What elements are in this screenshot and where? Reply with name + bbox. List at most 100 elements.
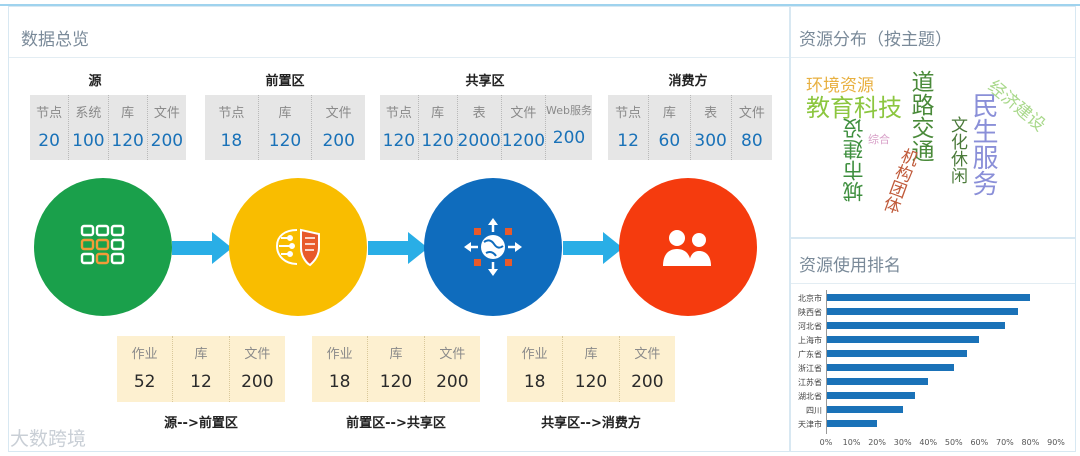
stat-value: 12 <box>617 131 639 151</box>
stat-value: 120 <box>379 372 413 392</box>
stage-label-source: 源 <box>88 74 102 89</box>
bar-category-label: 河北省 <box>798 322 822 331</box>
stat-column: 库 60 <box>649 95 691 160</box>
stat-value: 12 <box>190 372 212 392</box>
flow-label: 共享区-->消费方 <box>541 416 641 431</box>
word-cloud-item[interactable]: 道路交通 <box>907 70 933 162</box>
bar-mark[interactable] <box>826 420 878 427</box>
stat-label: 作业 <box>521 347 548 362</box>
bar-category-label: 浙江省 <box>798 364 822 373</box>
stat-label: Web服务 <box>546 104 593 117</box>
bar-mark[interactable] <box>826 350 967 357</box>
word-cloud-item[interactable]: 教育科技 <box>806 94 902 122</box>
x-tick-label: 20% <box>868 438 886 447</box>
stat-label: 库 <box>662 106 676 121</box>
stat-label: 库 <box>194 347 208 362</box>
page-title: 数据总览 <box>21 30 89 50</box>
flow-label: 源-->前置区 <box>164 416 238 431</box>
stat-value: 200 <box>322 131 355 151</box>
word-cloud-item[interactable]: 综合 <box>868 133 890 146</box>
stat-value: 200 <box>150 131 184 151</box>
stat-label: 作业 <box>131 347 158 362</box>
stat-label: 库 <box>389 347 403 362</box>
arrow-icon <box>172 232 232 264</box>
bar-mark[interactable] <box>826 378 929 385</box>
word-cloud-item[interactable]: 环境资源 <box>806 76 874 96</box>
x-tick-label: 40% <box>919 438 938 447</box>
title-divider <box>9 57 789 58</box>
bar-mark[interactable] <box>826 322 1005 329</box>
word-cloud-item[interactable]: 民生服务 <box>968 92 998 196</box>
bar-mark[interactable] <box>826 336 980 343</box>
x-tick-label: 30% <box>893 438 912 447</box>
stat-column: 系统 100 <box>69 95 109 160</box>
bar-mark[interactable] <box>826 308 1018 315</box>
shared-circle[interactable] <box>424 178 562 316</box>
stat-value: 120 <box>382 131 416 151</box>
bar-mark[interactable] <box>826 294 1031 301</box>
bar-axis <box>826 290 827 434</box>
x-tick-label: 60% <box>970 438 989 447</box>
front-circle[interactable] <box>229 178 367 316</box>
bar-category-label: 天津市 <box>798 420 822 429</box>
bar-category-label: 北京市 <box>798 294 822 303</box>
stat-value: 18 <box>220 131 243 151</box>
brain-shield-icon <box>275 228 320 267</box>
users-icon <box>663 230 711 266</box>
source-circle[interactable] <box>34 178 172 316</box>
stat-value: 60 <box>658 131 681 151</box>
word-cloud-item[interactable]: 城市建设 <box>842 118 866 202</box>
stat-value: 20 <box>38 131 60 151</box>
x-tick-label: 90% <box>1047 438 1065 447</box>
word-cloud-item[interactable]: 机构团体 <box>877 144 920 216</box>
stat-label: 表 <box>704 106 718 121</box>
stat-value: 120 <box>111 131 144 151</box>
stat-column: 库 120 <box>368 336 425 402</box>
bar-mark[interactable] <box>826 364 954 371</box>
stat-label: 作业 <box>326 347 353 362</box>
stage-label-front: 前置区 <box>265 74 305 89</box>
consumer-circle[interactable] <box>619 178 757 316</box>
title-divider <box>791 283 1075 284</box>
watermark: 大数跨境 <box>10 428 87 450</box>
x-tick-label: 0% <box>819 438 833 447</box>
word-cloud-item[interactable]: 文化休闲 <box>947 116 967 184</box>
stat-value: 100 <box>72 131 105 151</box>
bar-mark[interactable] <box>826 406 903 413</box>
x-tick-label: 80% <box>1021 438 1040 447</box>
bar-mark[interactable] <box>826 392 916 399</box>
stat-value: 18 <box>328 372 351 392</box>
stat-value: 120 <box>268 131 302 151</box>
stat-label: 库 <box>121 106 135 121</box>
bar-category-label: 陕西省 <box>798 308 822 317</box>
stat-value: 200 <box>631 372 664 392</box>
stat-value: 80 <box>741 131 763 151</box>
stat-label: 库 <box>431 106 445 121</box>
stat-column: 作业 52 <box>117 336 174 402</box>
stat-label: 文件 <box>439 347 466 362</box>
stat-value: 300 <box>694 131 727 151</box>
stat-column: 节点 20 <box>30 95 70 160</box>
ranking-panel: 资源使用排名 <box>790 238 1076 452</box>
stat-label: 文件 <box>634 347 661 362</box>
stat-label: 节点 <box>36 106 63 121</box>
stat-label: 系统 <box>75 106 102 121</box>
stat-value: 52 <box>133 372 156 392</box>
